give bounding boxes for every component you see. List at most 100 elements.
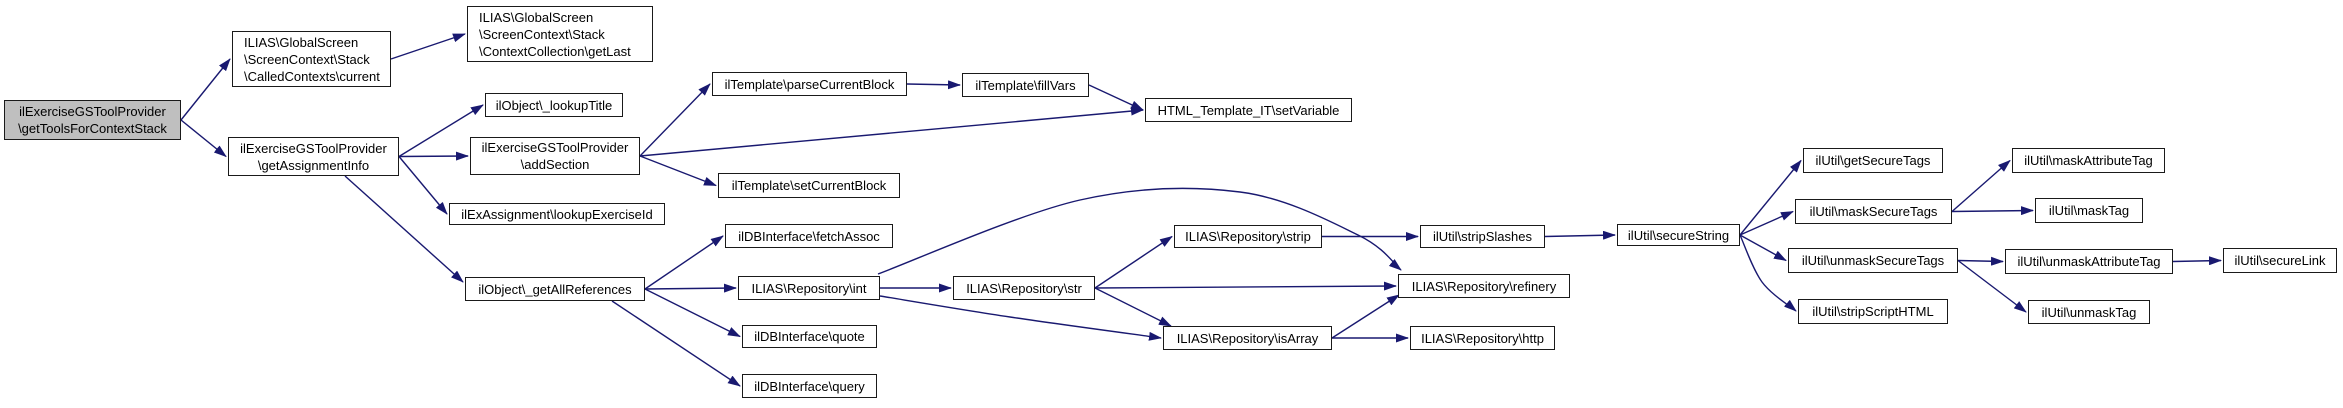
- node-label-line: ilUtil\secureString: [1627, 227, 1730, 243]
- node-label-line: ILIAS\GlobalScreen: [479, 9, 594, 25]
- node-unmaskAttributeTag[interactable]: ilUtil\unmaskAttributeTag: [2005, 249, 2173, 274]
- node-label-line: ilObject\_getAllReferences: [478, 281, 632, 297]
- edge-fillVars-to-setVariable: [1088, 84, 1144, 111]
- edge-stripSlashes-to-secureString: [1544, 230, 1616, 240]
- node-maskTag[interactable]: ilUtil\maskTag: [2035, 198, 2143, 223]
- node-label-line: \ScreenContext\Stack: [244, 51, 370, 67]
- node-stripScriptHTML[interactable]: ilUtil\stripScriptHTML: [1798, 299, 1948, 324]
- node-getAllReferences[interactable]: ilObject\_getAllReferences: [465, 277, 645, 301]
- node-strip[interactable]: ILIAS\Repository\strip: [1174, 225, 1322, 248]
- node-label-line: ilTemplate\fillVars: [975, 77, 1076, 93]
- node-refinery[interactable]: ILIAS\Repository\refinery: [1398, 274, 1570, 298]
- edge-getAssignmentInfo-to-getAllReferences: [344, 175, 464, 283]
- node-label-line: ilExerciseGSToolProvider: [481, 140, 629, 155]
- node-label-line: ilUtil\maskAttributeTag: [2024, 153, 2153, 168]
- node-stripSlashes[interactable]: ilUtil\stripSlashes: [1420, 225, 1545, 248]
- node-getAssignmentInfo[interactable]: ilExerciseGSToolProvider\getAssignmentIn…: [228, 137, 399, 176]
- node-label-line: ILIAS\Repository\strip: [1185, 229, 1311, 244]
- node-lookupExerciseId[interactable]: ilExAssignment\lookupExerciseId: [449, 203, 665, 225]
- node-repoInt[interactable]: ILIAS\Repository\int: [738, 276, 880, 300]
- edge-secureString-to-getSecureTags: [1739, 159, 1802, 236]
- edge-getToolsForContextStack-to-getAssignmentInfo: [180, 119, 227, 158]
- node-label-line: \addSection: [520, 157, 590, 172]
- edge-addSection-to-setCurrentBlock: [639, 155, 717, 187]
- edge-getAllReferences-to-quote: [644, 288, 741, 338]
- node-label-line: \ScreenContext\Stack: [479, 26, 605, 42]
- edge-calledContextsCurrent-to-contextCollectionGetLast: [390, 33, 466, 60]
- edge-isArray-to-refinery: [1331, 294, 1400, 339]
- node-calledContextsCurrent[interactable]: ILIAS\GlobalScreen\ScreenContext\Stack\C…: [232, 31, 391, 87]
- node-label-line: ilUtil\maskTag: [2048, 203, 2130, 218]
- edge-unmaskSecureTags-to-unmaskAttributeTag: [1957, 256, 2004, 266]
- node-label-line: ilObject\_lookupTitle: [495, 97, 613, 113]
- node-parseCurrentBlock[interactable]: ilTemplate\parseCurrentBlock: [712, 72, 907, 96]
- node-label-line: \getAssignmentInfo: [257, 157, 370, 173]
- node-getToolsForContextStack[interactable]: ilExerciseGSToolProvider \getToolsForCont…: [4, 100, 181, 140]
- node-label-line: \getToolsForContextStack: [18, 121, 167, 136]
- node-label-line: ilUtil\unmaskTag: [2041, 304, 2137, 320]
- node-setCurrentBlock[interactable]: ilTemplate\setCurrentBlock: [718, 173, 900, 198]
- edge-getAllReferences-to-repoInt: [644, 283, 737, 293]
- edge-getToolsForContextStack-to-calledContextsCurrent: [180, 58, 231, 121]
- node-label-line: ilDBInterface\quote: [754, 329, 865, 344]
- node-label-line: \CalledContexts\current: [244, 68, 380, 84]
- node-secureLink[interactable]: ilUtil\secureLink: [2223, 248, 2337, 273]
- edge-maskSecureTags-to-maskAttributeTag: [1951, 159, 2011, 213]
- node-contextCollectionGetLast[interactable]: ILIAS\GlobalScreen\ScreenContext\Stack\C…: [467, 6, 653, 62]
- node-label-line: ilUtil\unmaskAttributeTag: [2017, 254, 2161, 269]
- node-fillVars[interactable]: ilTemplate\fillVars: [962, 73, 1089, 97]
- edge-getAssignmentInfo-to-addSection: [398, 151, 469, 161]
- node-label-line: ilUtil\getSecureTags: [1815, 153, 1931, 168]
- node-maskAttributeTag[interactable]: ilUtil\maskAttributeTag: [2012, 148, 2165, 173]
- node-isArray[interactable]: ILIAS\Repository\isArray: [1163, 326, 1332, 350]
- edge-addSection-to-parseCurrentBlock: [639, 83, 711, 157]
- node-lookupTitle[interactable]: ilObject\_lookupTitle: [485, 93, 623, 117]
- edge-getAllReferences-to-fetchAssoc: [644, 235, 724, 290]
- edge-repoStr-to-isArray: [1094, 287, 1172, 327]
- node-label-line: ilUtil\stripSlashes: [1433, 229, 1532, 244]
- node-setVariable[interactable]: HTML_Template_IT\setVariable: [1145, 98, 1352, 122]
- node-repoStr[interactable]: ILIAS\Repository\str: [953, 276, 1095, 300]
- node-label-line: ilUtil\maskSecureTags: [1809, 204, 1938, 219]
- node-label-line: ilUtil\stripScriptHTML: [1812, 304, 1934, 319]
- edge-repoInt-to-refinery: [877, 187, 1402, 275]
- node-http[interactable]: ILIAS\Repository\http: [1410, 326, 1555, 350]
- edge-getAssignmentInfo-to-lookupTitle: [398, 104, 484, 158]
- node-fetchAssoc[interactable]: ilDBInterface\fetchAssoc: [725, 224, 893, 248]
- node-label-line: ilTemplate\parseCurrentBlock: [724, 76, 895, 92]
- node-label-line: ilExAssignment\lookupExerciseId: [461, 206, 653, 222]
- edge-addSection-to-setVariable: [639, 106, 1144, 157]
- edge-repoInt-to-isArray: [879, 295, 1162, 341]
- node-label-line: ILIAS\Repository\int: [751, 280, 867, 296]
- node-label-line: ilUtil\unmaskSecureTags: [1801, 253, 1945, 268]
- edge-unmaskSecureTags-to-unmaskTag: [1957, 259, 2027, 313]
- edge-parseCurrentBlock-to-fillVars: [906, 80, 961, 90]
- edge-repoStr-to-refinery: [1094, 281, 1397, 291]
- node-maskSecureTags[interactable]: ilUtil\maskSecureTags: [1795, 199, 1952, 224]
- edge-secureString-to-unmaskSecureTags: [1739, 234, 1787, 262]
- node-label-line: HTML_Template_IT\setVariable: [1157, 102, 1340, 118]
- node-label-line: ilDBInterface\query: [754, 378, 865, 394]
- node-label-line: ilExerciseGSToolProvider: [19, 104, 166, 119]
- node-label-line: \ContextCollection\getLast: [479, 43, 631, 59]
- node-label-line: ILIAS\GlobalScreen: [244, 34, 359, 50]
- node-getSecureTags[interactable]: ilUtil\getSecureTags: [1803, 148, 1943, 173]
- edge-getAssignmentInfo-to-lookupExerciseId: [398, 156, 448, 215]
- node-unmaskTag[interactable]: ilUtil\unmaskTag: [2028, 300, 2150, 324]
- node-label-line: ILIAS\Repository\refinery: [1411, 278, 1557, 294]
- node-label-line: ILIAS\Repository\str: [966, 280, 1082, 296]
- node-unmaskSecureTags[interactable]: ilUtil\unmaskSecureTags: [1788, 248, 1958, 273]
- node-addSection[interactable]: ilExerciseGSToolProvider \addSection: [470, 137, 640, 175]
- edge-repoStr-to-strip: [1094, 235, 1173, 289]
- edge-getAllReferences-to-query: [611, 300, 741, 387]
- node-query[interactable]: ilDBInterface\query: [742, 374, 877, 398]
- edge-secureString-to-stripScriptHTML: [1739, 234, 1797, 312]
- edge-unmaskAttributeTag-to-secureLink: [2172, 256, 2222, 266]
- edge-secureString-to-maskSecureTags: [1739, 210, 1794, 236]
- node-quote[interactable]: ilDBInterface\quote: [742, 325, 877, 348]
- node-secureString[interactable]: ilUtil\secureString: [1617, 224, 1740, 246]
- node-label-line: ilUtil\secureLink: [2234, 253, 2326, 268]
- edge-maskSecureTags-to-maskTag: [1951, 206, 2034, 216]
